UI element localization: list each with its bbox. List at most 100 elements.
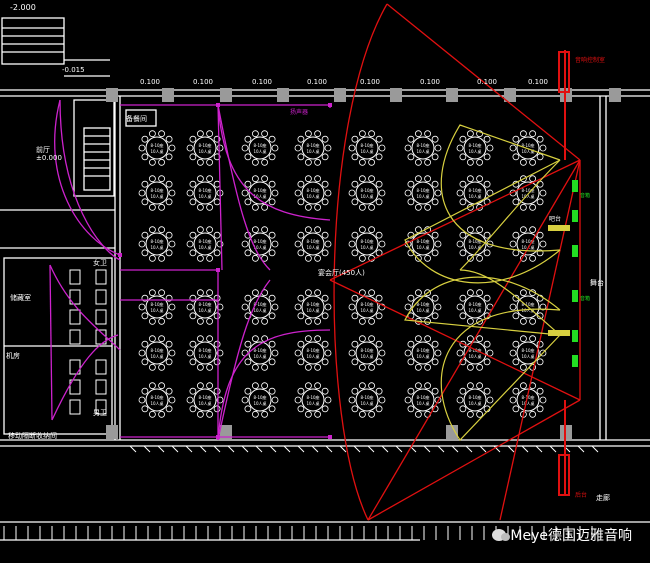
dim-label: 0.100 bbox=[477, 78, 497, 86]
table-label: 8-10座 bbox=[306, 142, 319, 148]
table-label: 8-10座 bbox=[521, 142, 534, 148]
table-label: 8-10座 bbox=[521, 394, 534, 400]
table-label: 8-10座 bbox=[198, 394, 211, 400]
level-top-label: -2.000 bbox=[10, 3, 36, 12]
table-label: 10人桌 bbox=[198, 244, 211, 250]
table-label: 10人桌 bbox=[198, 353, 211, 359]
column bbox=[446, 88, 458, 102]
dim-label: 0.100 bbox=[193, 78, 213, 86]
column bbox=[390, 88, 402, 102]
column bbox=[220, 88, 232, 102]
table-label: 8-10座 bbox=[468, 238, 481, 244]
table-label: 10人桌 bbox=[306, 244, 319, 250]
column bbox=[220, 425, 232, 439]
magenta-coverage-lines bbox=[49, 99, 331, 441]
table-label: 8-10座 bbox=[360, 187, 373, 193]
table-label: 8-10座 bbox=[521, 187, 534, 193]
table-label: 10人桌 bbox=[360, 148, 373, 154]
red-coverage-lines bbox=[329, 3, 581, 521]
room-wc2-label: 男卫 bbox=[93, 409, 107, 417]
column bbox=[504, 88, 516, 102]
table-label: 8-10座 bbox=[360, 301, 373, 307]
table-label: 10人桌 bbox=[416, 307, 429, 313]
yellow-bars bbox=[548, 225, 570, 336]
table-label: 10人桌 bbox=[468, 353, 481, 359]
toilet-stalls bbox=[69, 269, 107, 415]
watermark-text: Meye德国迈雅音响 bbox=[510, 528, 632, 544]
table-label: 10人桌 bbox=[360, 307, 373, 313]
table-label: 8-10座 bbox=[198, 187, 211, 193]
table-label: 8-10座 bbox=[198, 301, 211, 307]
table-label: 10人桌 bbox=[416, 244, 429, 250]
table-label: 10人桌 bbox=[468, 193, 481, 199]
table-label: 8-10座 bbox=[468, 187, 481, 193]
table-label: 8-10座 bbox=[468, 394, 481, 400]
table-label: 10人桌 bbox=[360, 193, 373, 199]
table-label: 10人桌 bbox=[150, 148, 163, 154]
room-prep-label: 备餐间 bbox=[126, 114, 147, 123]
table-label: 10人桌 bbox=[468, 148, 481, 154]
column bbox=[106, 425, 118, 439]
table-label: 8-10座 bbox=[253, 347, 266, 353]
room-mech-label: 机房 bbox=[6, 351, 20, 360]
table-label: 10人桌 bbox=[306, 148, 319, 154]
red-top-label: 音响控制室 bbox=[575, 56, 605, 64]
table-label: 10人桌 bbox=[468, 244, 481, 250]
table-label: 8-10座 bbox=[306, 347, 319, 353]
table-label: 8-10座 bbox=[416, 238, 429, 244]
dim-label: 0.100 bbox=[420, 78, 440, 86]
table-label: 8-10座 bbox=[306, 238, 319, 244]
table-label: 8-10座 bbox=[253, 301, 266, 307]
table-label: 8-10座 bbox=[198, 238, 211, 244]
table-label: 8-10座 bbox=[416, 347, 429, 353]
table-label: 10人桌 bbox=[253, 307, 266, 313]
column bbox=[446, 425, 458, 439]
green-speaker-markers bbox=[572, 180, 578, 367]
table-label: 10人桌 bbox=[416, 193, 429, 199]
dim-label: 0.100 bbox=[252, 78, 272, 86]
wall-hatching bbox=[3, 445, 599, 540]
table-label: 8-10座 bbox=[198, 142, 211, 148]
column bbox=[106, 88, 118, 102]
column bbox=[277, 88, 289, 102]
table-label: 10人桌 bbox=[360, 244, 373, 250]
table-label: 8-10座 bbox=[253, 187, 266, 193]
level-2-label: -0.015 bbox=[62, 66, 85, 74]
table-label: 10人桌 bbox=[416, 353, 429, 359]
table-label: 8-10座 bbox=[198, 347, 211, 353]
magenta-speaker-nodes bbox=[118, 103, 332, 439]
table-label: 8-10座 bbox=[150, 142, 163, 148]
table-label: 10人桌 bbox=[253, 353, 266, 359]
corridor-label: 走廊 bbox=[596, 493, 610, 502]
table-label: 10人桌 bbox=[521, 244, 534, 250]
table-label: 10人桌 bbox=[198, 307, 211, 313]
table-label: 10人桌 bbox=[521, 193, 534, 199]
table-label: 8-10座 bbox=[416, 301, 429, 307]
table-label: 10人桌 bbox=[521, 148, 534, 154]
